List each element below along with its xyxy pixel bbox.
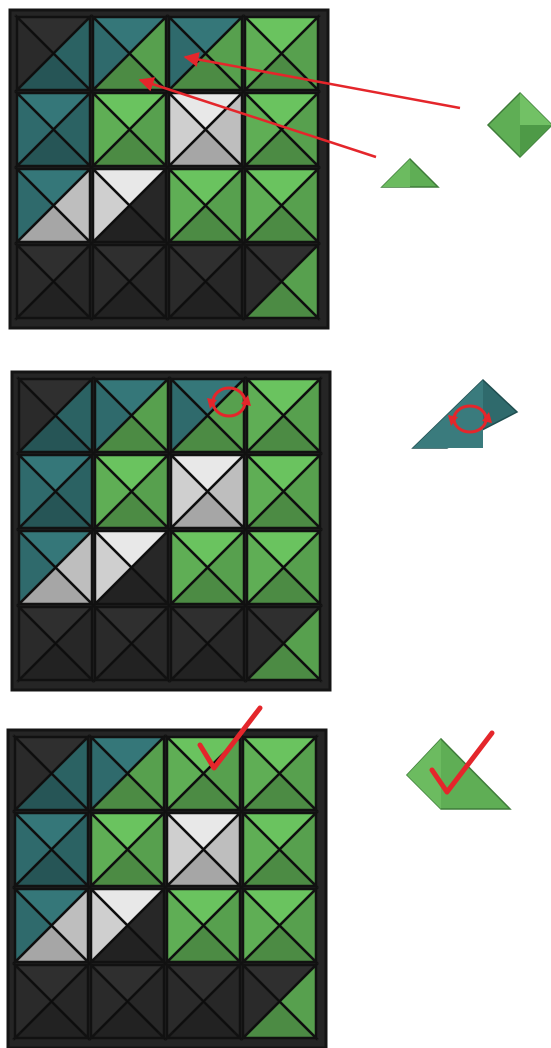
board-cell[interactable] (247, 455, 320, 528)
board-cell[interactable] (15, 965, 88, 1038)
board-cell[interactable] (93, 169, 166, 242)
board-cell[interactable] (171, 531, 244, 604)
board-cell[interactable] (91, 965, 164, 1038)
puzzle-board-step-1[interactable] (10, 10, 328, 328)
board-cell[interactable] (95, 379, 168, 452)
board-cell[interactable] (91, 737, 164, 810)
board-cell[interactable] (17, 93, 90, 166)
board-cell[interactable] (17, 245, 90, 318)
board-cell[interactable] (95, 607, 168, 680)
board-cell[interactable] (247, 607, 320, 680)
board-cell[interactable] (95, 455, 168, 528)
green-diamond-piece[interactable] (488, 93, 551, 157)
board-cell[interactable] (243, 965, 316, 1038)
green-triangle-piece[interactable] (382, 159, 438, 187)
board-cell[interactable] (243, 889, 316, 962)
board-cell[interactable] (91, 889, 164, 962)
board-cell[interactable] (19, 379, 92, 452)
board-cell[interactable] (245, 169, 318, 242)
board-cell[interactable] (243, 737, 316, 810)
board-cell[interactable] (93, 93, 166, 166)
board-cell[interactable] (245, 245, 318, 318)
board-cell[interactable] (19, 607, 92, 680)
board-cell[interactable] (169, 169, 242, 242)
board-cell[interactable] (15, 737, 88, 810)
board-cell[interactable] (167, 965, 240, 1038)
board-cell[interactable] (169, 17, 242, 90)
board-cell[interactable] (91, 813, 164, 886)
teal-rotate-piece[interactable] (413, 380, 517, 448)
board-cell[interactable] (169, 245, 242, 318)
board-cell[interactable] (171, 607, 244, 680)
puzzle-board-step-2[interactable] (12, 372, 330, 690)
board-cell[interactable] (17, 17, 90, 90)
board-cell[interactable] (93, 17, 166, 90)
board-cell[interactable] (247, 379, 320, 452)
board-cell[interactable] (247, 531, 320, 604)
board-cell[interactable] (17, 169, 90, 242)
board-cell[interactable] (15, 813, 88, 886)
board-cell[interactable] (169, 93, 242, 166)
board-cell[interactable] (171, 455, 244, 528)
board-cell[interactable] (95, 531, 168, 604)
board-cell[interactable] (245, 93, 318, 166)
board-cell[interactable] (19, 455, 92, 528)
board-cell[interactable] (167, 889, 240, 962)
board-cell[interactable] (167, 813, 240, 886)
puzzle-board-step-3[interactable] (8, 730, 326, 1048)
board-cell[interactable] (15, 889, 88, 962)
board-cell[interactable] (243, 813, 316, 886)
board-cell[interactable] (19, 531, 92, 604)
board-cell[interactable] (93, 245, 166, 318)
